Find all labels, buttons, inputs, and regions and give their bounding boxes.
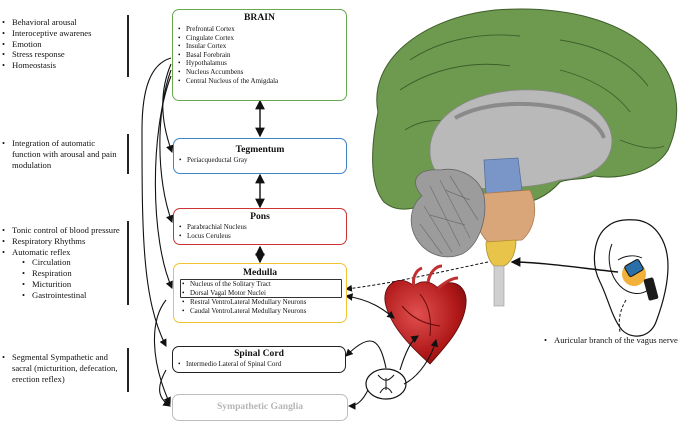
auricular-branch-label: Auricular branch of the vagus nerve [544,335,684,346]
stimulator-device [624,259,644,277]
brain-function-item: Interoceptive awarenes [2,28,124,39]
brain-functions-bracket [127,15,129,77]
tegmentum-function-item: Integration of automatic function with a… [2,138,120,170]
pons-medulla-function-item: Automatic reflex [2,247,126,258]
tegmentum-region-item: Periacqueductal Gray [178,156,346,165]
tegmentum-region [483,157,523,195]
brain-function-item: Homeostasis [2,60,124,71]
tegmentum-functions-list: Integration of automatic function with a… [2,138,120,170]
medulla-region-item: Caudal VentroLateral Medullary Neurons [181,307,346,316]
pons-box: Pons Parabrachial Nucleus Locus Ceruleus [173,208,347,245]
brain-box: BRAIN Prefrontal Cortex Cingulate Cortex… [172,9,347,101]
reflex-subitem: Circulation [2,257,126,268]
spinal-cord-box-title: Spinal Cord [234,348,284,359]
brain-region-item: Central Nucleus of the Amigdala [177,77,346,86]
tegmentum-box: Tegmentum Periacqueductal Gray [173,138,347,174]
reflex-subitem: Gastrointestinal [2,290,126,301]
stimulator-device-body [643,277,659,301]
brain-function-item: Behavioral arousal [2,17,124,28]
pons-region-item: Locus Ceruleus [178,232,346,241]
brain-region-item: Cingulate Cortex [177,34,346,43]
sympathetic-ganglia-box: Sympathetic Ganglia [172,394,348,421]
brain-region-item: Hypothalamus [177,59,346,68]
brain-function-item: Emotion [2,39,124,50]
spinal-cord-region-item: Intermedio Lateral of Spinal Cord [177,360,345,369]
pons-medulla-function-item: Tonic control of blood pressure [2,225,126,236]
brain-region-item: Basal Forebrain [177,51,346,60]
brain-region-item: Insular Cortex [177,42,346,51]
brainstem-medulla-link [345,261,489,292]
tegmentum-box-title: Tegmentum [235,144,285,155]
pons-medulla-functions-bracket [127,221,129,305]
brain-function-item: Stress response [2,49,124,60]
pons-medulla-functions-list: Tonic control of blood pressure Respirat… [2,225,126,301]
brain-functions-list: Behavioral arousal Interoceptive awarene… [2,17,124,71]
brain-illustration [372,8,678,307]
pons-box-title: Pons [250,211,270,222]
medulla-region-item: Restral VentroLateral Medullary Neurons [181,298,346,307]
brain-region-item: Prefrontal Cortex [177,25,346,34]
medulla-region-item: Dorsal Vagal Motor Nuclei [181,289,341,298]
vagus-nerve-line [510,257,619,273]
brain-box-title: BRAIN [244,12,275,23]
medulla-region [485,239,517,267]
medulla-highlight-frame: Nucleus of the Solitary Tract Dorsal Vag… [180,279,342,299]
medulla-box: Medulla Nucleus of the Solitary Tract Do… [173,263,347,323]
brain-region-item: Nucleus Accumbens [177,68,346,77]
pons-region-item: Parabrachial Nucleus [178,223,346,232]
spinal-functions-bracket [127,348,129,392]
heart-illustration [384,264,467,365]
medulla-region-item: Nucleus of the Solitary Tract [181,280,341,289]
auricular-label-list: Auricular branch of the vagus nerve [544,335,684,346]
spinal-cord-box: Spinal Cord Intermedio Lateral of Spinal… [172,346,346,373]
reflex-subitem: Micturition [2,279,126,290]
medulla-box-title: Medulla [242,267,278,278]
spinal-cord-section [365,368,407,400]
reflex-subitem: Respiration [2,268,126,279]
cerebellum [410,168,486,258]
spinal-function-item: Segmental Sympathetic and sacral (mictur… [2,352,124,384]
ear-illustration [593,219,669,337]
tegmentum-functions-bracket [127,134,129,174]
sympathetic-ganglia-title: Sympathetic Ganglia [216,401,304,412]
pons-medulla-function-item: Respiratory Rhythms [2,236,126,247]
spinal-functions-list: Segmental Sympathetic and sacral (mictur… [2,352,124,384]
